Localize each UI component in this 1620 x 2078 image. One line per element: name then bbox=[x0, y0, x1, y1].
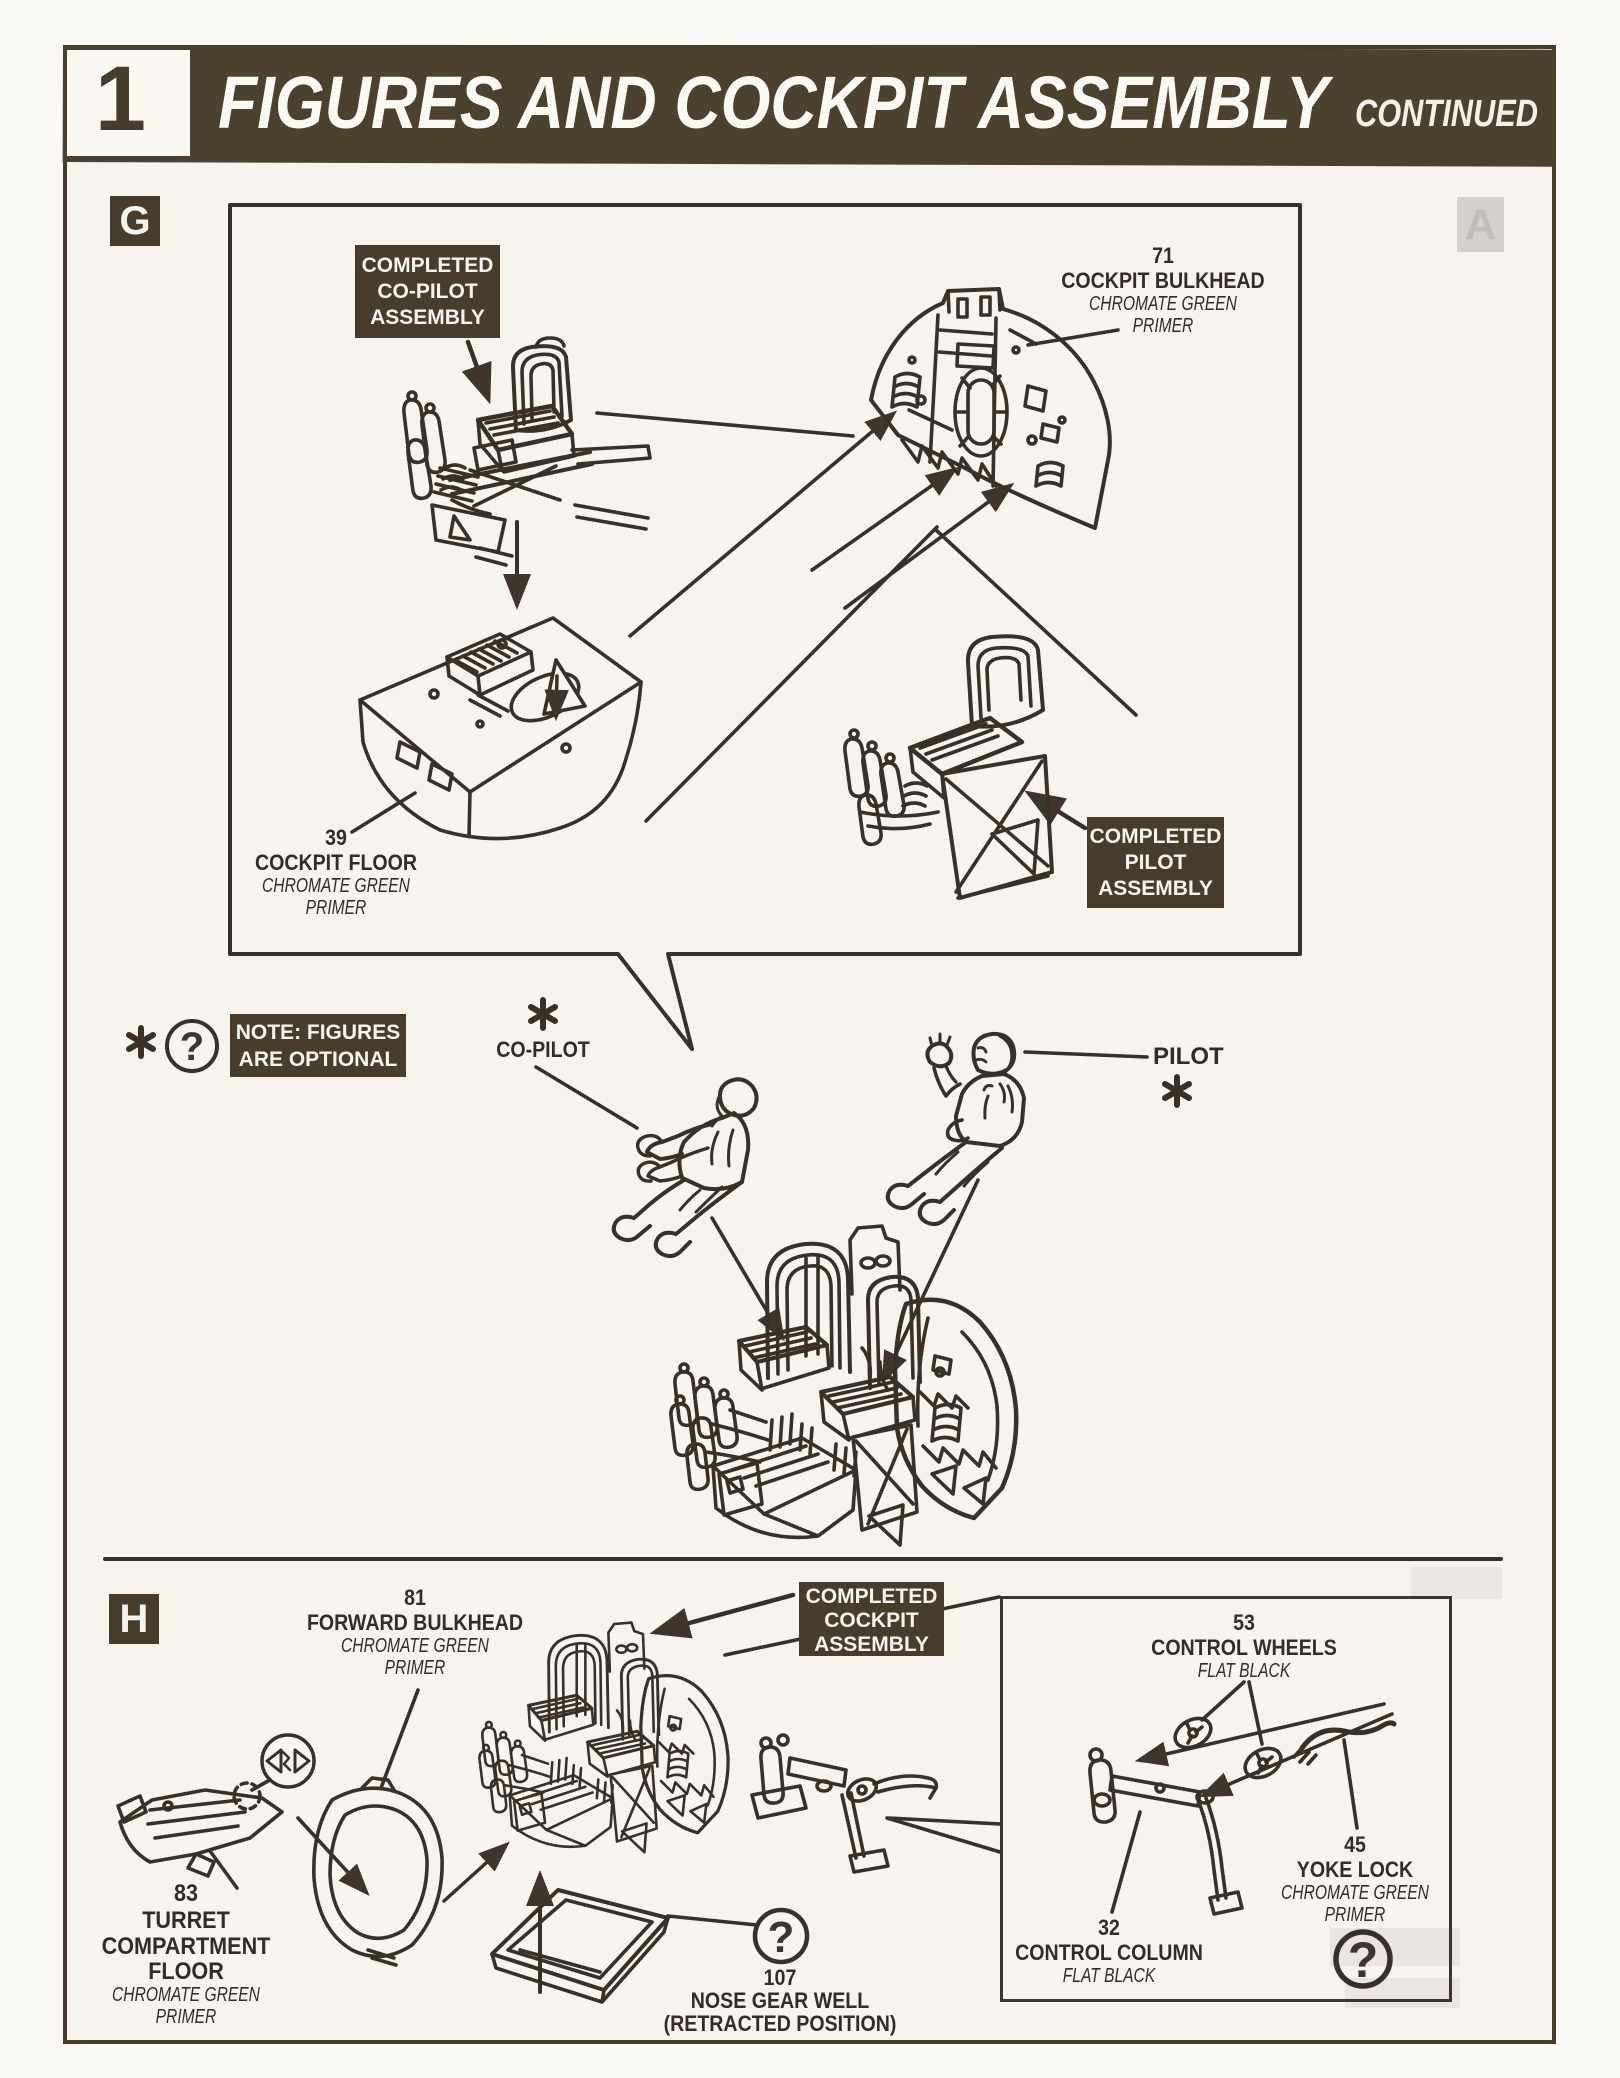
svg-text:?: ? bbox=[180, 1025, 204, 1069]
svg-text:?: ? bbox=[768, 1913, 795, 1962]
svg-text:?: ? bbox=[1348, 1932, 1379, 1988]
